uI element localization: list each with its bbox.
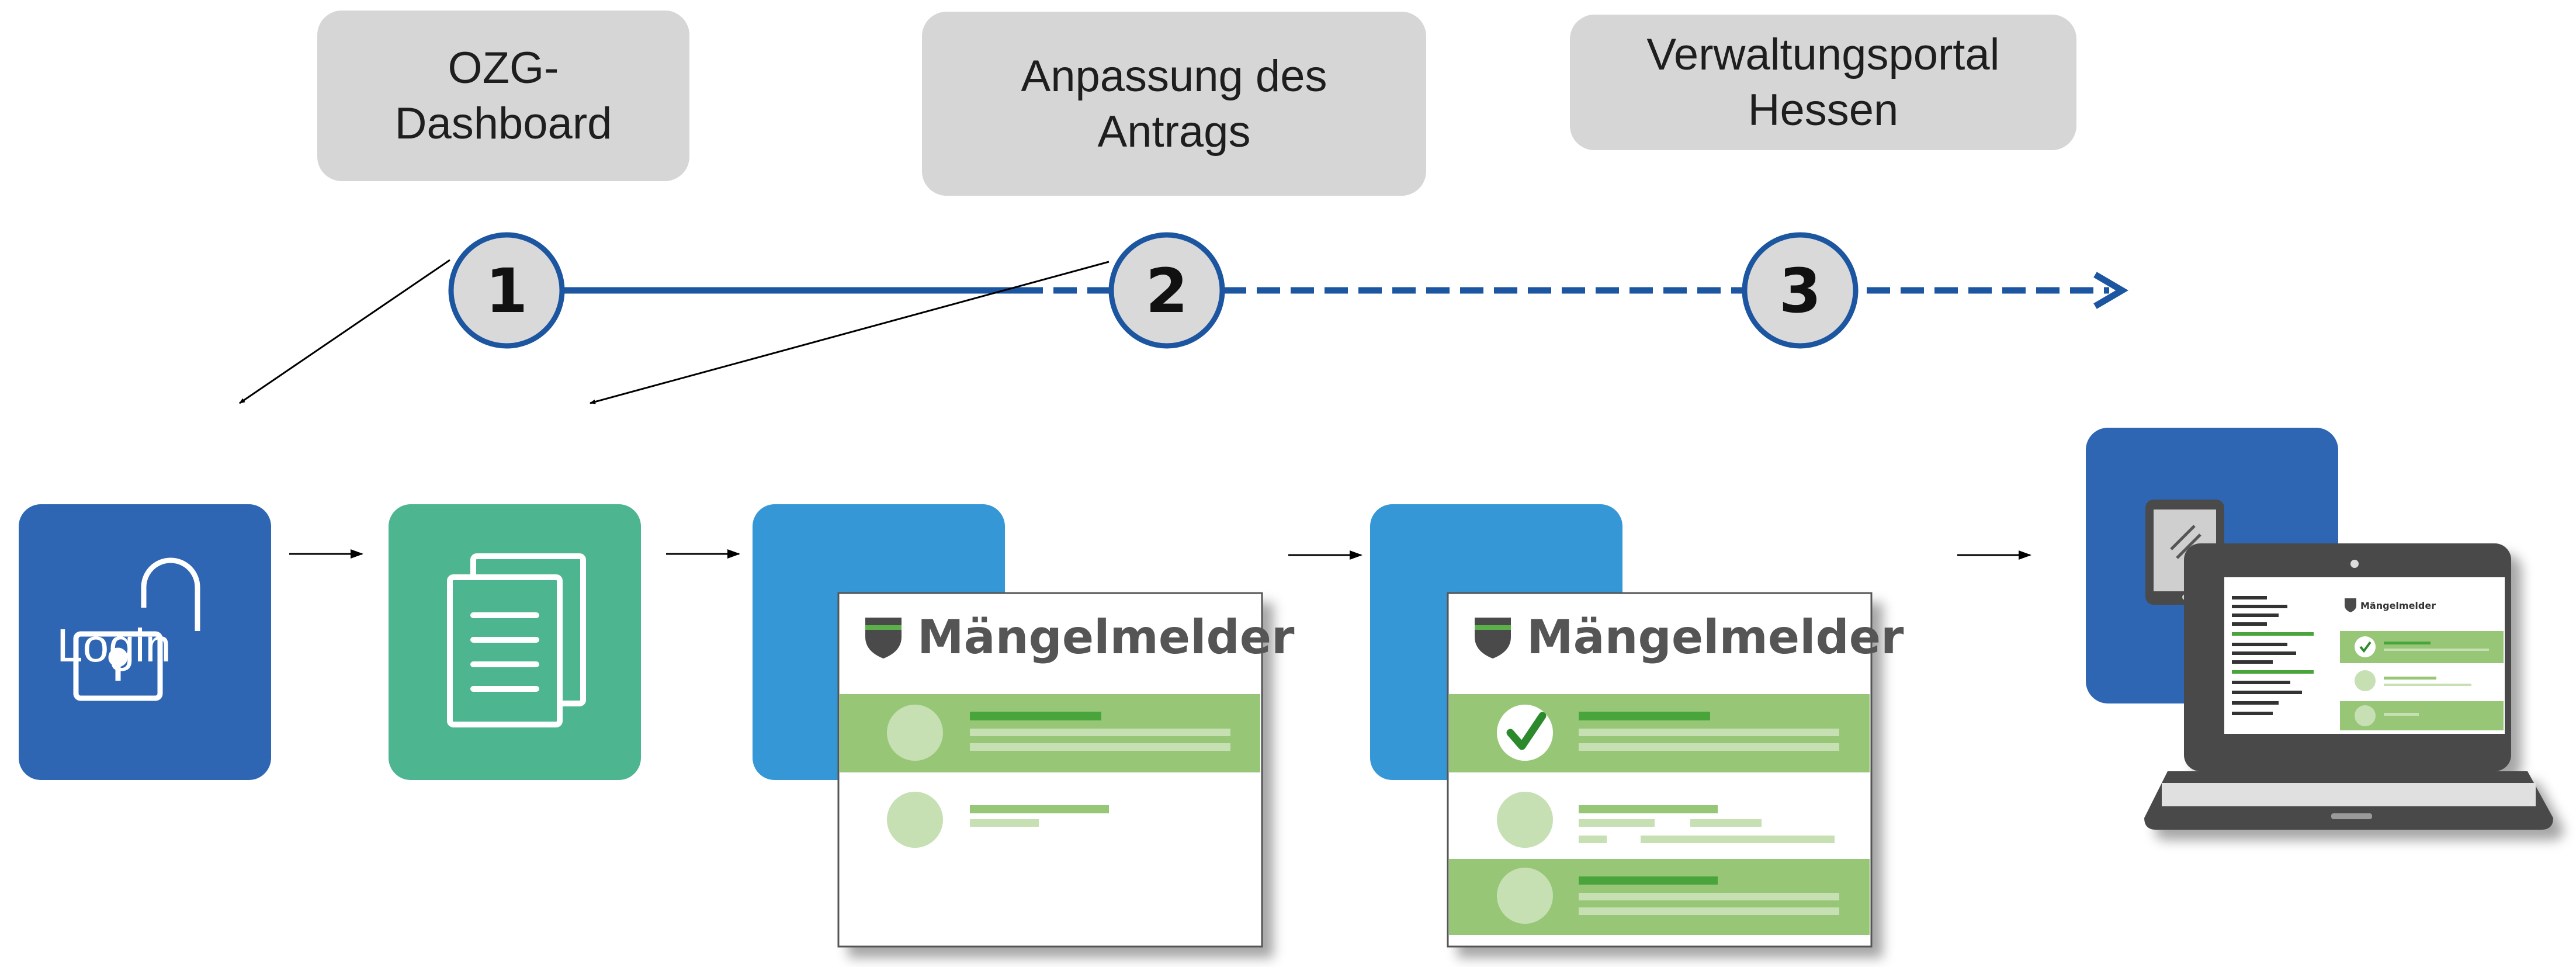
- documents-icon: [447, 553, 586, 727]
- login-label: Login: [57, 619, 171, 671]
- maengelmelder-title-2: Mängelmelder: [1527, 610, 1904, 664]
- checkmark-icon: [1506, 712, 1547, 750]
- step-3-label-box: Verwaltungsportal Hessen: [1570, 15, 2076, 150]
- step-3-number: 3: [1779, 255, 1821, 327]
- login-tile: Login: [19, 504, 271, 780]
- form-tile: Mängelmelder: [753, 504, 1295, 948]
- timeline-arrowhead: [2093, 272, 2128, 309]
- step-2-circle: 2: [1108, 232, 1225, 349]
- portal-tile: Mängelmelder: [2086, 428, 2553, 830]
- step-2-number: 2: [1146, 255, 1188, 327]
- pointer-arrow-1: [239, 259, 450, 404]
- laptop-maengelmelder-title: Mängelmelder: [2360, 600, 2436, 611]
- step-2-label-box: Anpassung des Antrags: [922, 12, 1426, 196]
- step-1-circle: 1: [448, 232, 565, 349]
- maengelmelder-title: Mängelmelder: [917, 610, 1295, 664]
- checked-form-tile: Mängelmelder: [1370, 504, 1904, 948]
- pointer-arrow-2: [590, 261, 1110, 404]
- step-2-label: Anpassung des Antrags: [1021, 51, 1327, 157]
- lock-icon: [73, 557, 200, 701]
- documents-tile: [389, 504, 641, 780]
- laptop-shield-icon: [2345, 598, 2356, 612]
- step-1-label-box: OZG- Dashboard: [317, 11, 689, 181]
- shield-icon: [865, 618, 902, 658]
- step-3-label: Verwaltungsportal Hessen: [1646, 30, 2000, 135]
- step-3-circle: 3: [1742, 232, 1859, 349]
- shield-icon-2: [1475, 618, 1511, 658]
- step-1-label: OZG- Dashboard: [394, 43, 612, 148]
- step-1-number: 1: [486, 255, 528, 327]
